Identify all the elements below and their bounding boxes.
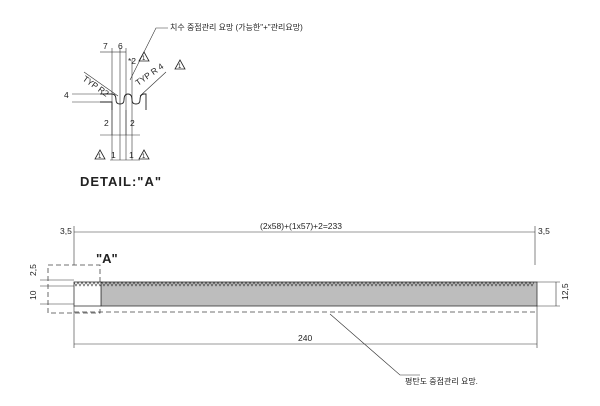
dim-4: 4 — [64, 90, 69, 100]
typ-r4-label: TYP R 4 — [133, 61, 165, 88]
dim-1-right: 1 — [129, 150, 134, 160]
part-left-end — [73, 281, 102, 307]
dim-10: 10 — [28, 290, 38, 300]
flatness-note: 평탄도 중점관리 요망. — [405, 376, 478, 386]
warning-triangle-icon: 1 — [138, 51, 150, 62]
detail-profile — [100, 93, 147, 110]
dim-3-5-left: 3,5 — [60, 226, 72, 236]
svg-text:1: 1 — [142, 154, 146, 160]
typ-r2-label: TYP R2 — [81, 73, 111, 98]
svg-text:1: 1 — [178, 64, 182, 70]
dim-total-240: 240 — [298, 333, 312, 343]
dim-6: 6 — [118, 41, 123, 51]
warning-triangle-icon: 1 — [138, 149, 150, 160]
dim-top-233: (2x58)+(1x57)+2=233 — [260, 221, 342, 231]
detail-title: DETAIL:"A" — [80, 174, 162, 189]
note-leader — [129, 27, 168, 81]
dim-2-left: 2 — [104, 118, 109, 128]
detail-a-view: 치수 중점관리 요망 (가능한"+"관리요망) 7 6 *2 1 1 TYP R… — [64, 22, 303, 189]
dim-3-5-right: 3,5 — [538, 226, 550, 236]
detail-note: 치수 중점관리 요망 (가능한"+"관리요망) — [170, 22, 303, 32]
dim-2-5: 2,5 — [28, 264, 38, 276]
dim-7: 7 — [103, 41, 108, 51]
svg-text:1: 1 — [142, 56, 146, 62]
dim-1-left: 1 — [111, 150, 116, 160]
serration-teeth — [73, 281, 535, 287]
warning-triangle-icon: 1 — [94, 149, 106, 160]
label-a: "A" — [96, 251, 118, 266]
dim-2-star: *2 — [128, 56, 136, 66]
dim-2-right: 2 — [130, 118, 135, 128]
main-part-view: (2x58)+(1x57)+2=233 3,5 3,5 2,5 10 "A" 1… — [28, 221, 570, 386]
svg-text:1: 1 — [98, 154, 102, 160]
warning-triangle-icon: 1 — [174, 59, 186, 70]
dim-12-5: 12,5 — [560, 283, 570, 300]
